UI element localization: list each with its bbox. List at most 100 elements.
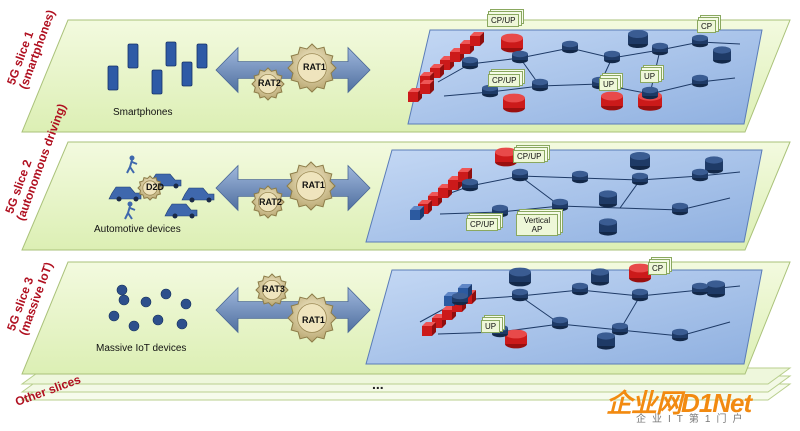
car-wheel-a-0 <box>116 196 122 202</box>
tag-cp-up-1b: CP/UP <box>488 74 521 87</box>
edge-node-2-x <box>410 206 424 220</box>
router-3-1 <box>512 288 528 302</box>
rat3-gear-icon-3-hub <box>261 279 282 300</box>
tag-cp-3: CP <box>648 262 668 275</box>
smartphone-icon-1 <box>127 43 139 69</box>
smartphone-icon-3 <box>165 41 177 67</box>
router-3-7 <box>612 322 628 336</box>
device-label-iot: Massive IoT devices <box>96 343 187 354</box>
watermark-tagline: 企业IT第1门户 <box>636 414 749 425</box>
router-3-8 <box>672 328 688 342</box>
smartphone-icon-0 <box>107 65 119 91</box>
router-3-2 <box>572 282 588 296</box>
tag-up-1a: UP <box>599 78 619 91</box>
iot-device-icon-2 <box>160 288 172 300</box>
core-db-navy-3d <box>597 332 615 350</box>
router-2-3 <box>632 172 648 186</box>
router-1-3 <box>604 50 620 64</box>
device-label-automotive: Automotive devices <box>94 224 181 235</box>
core-db-navy-3c <box>707 280 725 298</box>
tag-vertical-ap: Vertical AP <box>516 214 558 236</box>
rat-label-1a: RAT2 <box>258 78 281 88</box>
rat1-gear-icon-1-hub <box>297 53 327 83</box>
core-db-red-1d <box>503 93 525 113</box>
d2d-gear-icon-hub <box>142 180 158 196</box>
network-plane-2 <box>365 149 763 243</box>
pedestrian-icon-0 <box>126 159 138 174</box>
router-3-6 <box>552 316 568 330</box>
iot-device-icon-7 <box>176 318 188 330</box>
router-1-7 <box>532 78 548 92</box>
tag-cp-up-1a: CP/UP <box>487 14 520 27</box>
iot-device-icon-0 <box>116 284 128 296</box>
core-db-navy-1b <box>713 46 731 64</box>
router-1-5 <box>692 34 708 48</box>
tag-up-1b: UP <box>640 70 660 83</box>
router-1-1 <box>512 50 528 64</box>
smartphone-icon-4 <box>181 61 193 87</box>
router-2-1 <box>512 168 528 182</box>
pedestrian-head-1 <box>127 201 133 207</box>
rat-label-1b: RAT1 <box>303 62 326 72</box>
core-db-navy-2b <box>705 156 723 174</box>
router-2-2 <box>572 170 588 184</box>
rat1-gear-icon-2-hub <box>296 171 326 201</box>
edge-node-1-x <box>408 88 422 102</box>
router-3-3 <box>632 288 648 302</box>
iot-device-icon-4 <box>108 310 120 322</box>
rat-label-3a: RAT3 <box>262 284 285 294</box>
core-db-red-1a <box>501 33 523 53</box>
router-1-0 <box>462 56 478 70</box>
device-label-smartphones: Smartphones <box>113 107 173 118</box>
smartphone-icon-5 <box>196 43 208 69</box>
core-db-red-2a <box>495 147 517 167</box>
car-icon-3 <box>181 187 215 201</box>
d2d-label: D2D <box>146 182 165 192</box>
router-2-4 <box>692 168 708 182</box>
core-db-navy-1a <box>628 30 648 48</box>
rat1-gear-icon-3-hub <box>297 303 327 333</box>
rat2-gear-icon-1-hub <box>257 74 278 95</box>
network-link-2b <box>439 197 731 215</box>
car-wheel-b-3 <box>206 197 212 203</box>
car-wheel-a-2 <box>172 213 178 219</box>
car-wheel-b-2 <box>189 213 195 219</box>
more-slices-ellipsis: ... <box>372 376 384 392</box>
router-2-0 <box>462 178 478 192</box>
router-2-5 <box>492 204 508 218</box>
core-db-navy-2c <box>599 190 617 208</box>
core-db-navy-2d <box>599 218 617 236</box>
watermark-logo: 企业网D1Net <box>606 388 752 418</box>
rat-label-2a: RAT2 <box>259 197 282 207</box>
router-2-7 <box>672 202 688 216</box>
car-wheel-b-1 <box>173 183 179 189</box>
router-3-4 <box>692 282 708 296</box>
router-1-10 <box>692 74 708 88</box>
iot-device-icon-6 <box>152 314 164 326</box>
core-db-navy-3b <box>591 268 609 286</box>
iot-device-icon-1 <box>140 296 152 308</box>
edge-node-3-4 <box>422 322 436 336</box>
tag-up-3: UP <box>481 320 501 333</box>
edge-node-1-y <box>420 80 434 94</box>
router-2-6 <box>552 198 568 212</box>
router-1-2 <box>562 40 578 54</box>
core-db-navy-2a <box>630 152 650 170</box>
tag-cp-up-2a: CP/UP <box>513 150 546 163</box>
tag-cp-up-2b: CP/UP <box>466 218 499 231</box>
car-icon-2 <box>164 203 198 217</box>
router-1-4 <box>652 42 668 56</box>
iot-device-icon-5 <box>128 320 140 332</box>
rat2-gear-icon-2-hub <box>257 191 278 212</box>
pedestrian-icon-1 <box>124 205 136 220</box>
rat-label-3b: RAT1 <box>302 315 325 325</box>
edge-node-2-3 <box>458 168 472 182</box>
car-icon-0 <box>108 186 142 200</box>
car-wheel-b-0 <box>133 196 139 202</box>
router-1-9 <box>642 86 658 100</box>
rat-label-2b: RAT1 <box>302 180 325 190</box>
network-plane-1 <box>407 29 763 125</box>
core-db-red-3b <box>505 329 527 349</box>
